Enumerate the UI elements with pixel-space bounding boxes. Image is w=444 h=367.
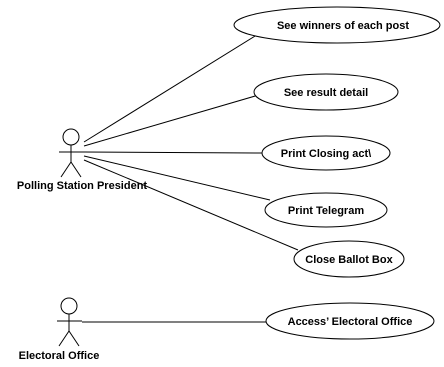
actor-right-leg [70,161,82,178]
association-uc3 [83,151,263,154]
use-case-ellipse [261,135,391,171]
use-case-see-result-detail: See result detail [253,73,399,111]
use-case-access-electoral-office: Access’ Electoral Office [265,302,435,340]
use-case-label: Print Closing act\ [281,148,371,160]
use-case-see-winners: See winners of each post [233,6,441,44]
actor-left-leg [60,161,72,178]
use-case-ellipse [293,240,405,278]
use-case-ellipse [233,6,441,44]
actor-label: Polling Station President [17,180,148,192]
use-case-label: Access’ Electoral Office [288,316,413,328]
actor-label: Electoral Office [19,350,100,362]
use-case-ellipse [253,73,399,111]
use-case-label: Print Telegram [288,205,364,217]
use-case-print-closing-act: Print Closing act\ [261,135,391,171]
use-case-print-telegram: Print Telegram [264,192,388,228]
association-uc4 [83,155,271,201]
actor-left-leg [58,330,70,347]
association-uc5 [83,159,299,251]
use-case-ellipse [264,192,388,228]
use-case-close-ballot-box: Close Ballot Box [293,240,405,278]
association-uc2 [83,93,263,147]
actor-electoral-office: Electoral Office [19,297,100,362]
use-case-label: See result detail [284,87,368,99]
use-case-label: Close Ballot Box [305,254,393,266]
associations [82,27,299,323]
actor-polling-station-president: Polling Station President [17,128,148,192]
actor-head [60,297,78,315]
actor-right-leg [68,330,80,347]
association-uc1 [83,27,269,143]
actor-head [62,128,80,146]
use-case-ellipse [265,302,435,340]
use-case-label: See winners of each post [277,20,409,32]
